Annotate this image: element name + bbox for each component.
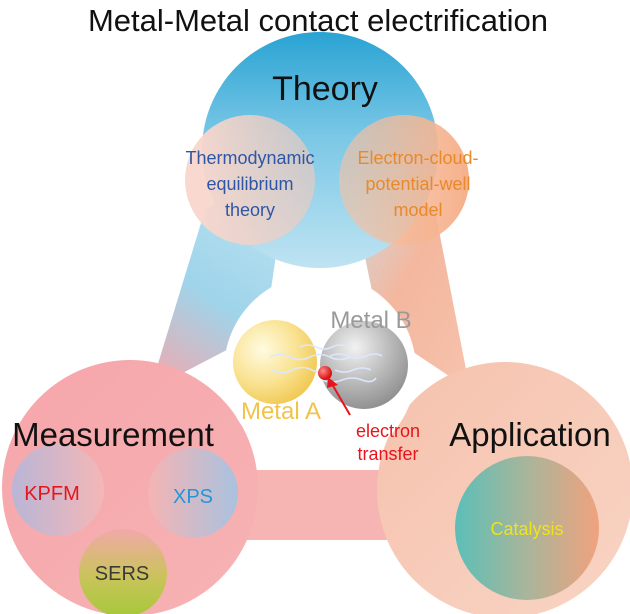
thermodynamic-bubble bbox=[185, 115, 315, 245]
electron-cloud-bubble bbox=[339, 115, 469, 245]
electron-cloud-line-1: Electron-cloud- bbox=[357, 148, 478, 168]
xps-label: XPS bbox=[173, 486, 213, 508]
kpfm-bubble bbox=[12, 444, 104, 536]
electron-transfer-line-1: electron bbox=[356, 421, 420, 441]
sers-bubble bbox=[79, 529, 167, 614]
metal-a-label: Metal A bbox=[241, 398, 321, 425]
catalysis-label: Catalysis bbox=[490, 519, 563, 539]
sers-label: SERS bbox=[95, 563, 149, 585]
thermodynamic-line-2: equilibrium bbox=[206, 174, 293, 194]
electron-transfer-line-2: transfer bbox=[357, 444, 418, 464]
electron-dot bbox=[318, 366, 332, 380]
metal-b-sphere bbox=[320, 321, 408, 409]
electron-cloud-line-2: potential-well bbox=[365, 174, 470, 194]
electron-cloud-line-3: model bbox=[393, 200, 442, 220]
application-label: Application bbox=[449, 416, 610, 453]
metal-a-sphere bbox=[233, 320, 317, 404]
transfer-arrow bbox=[327, 377, 351, 416]
kpfm-label: KPFM bbox=[24, 483, 80, 505]
thermodynamic-line-1: Thermodynamic bbox=[185, 148, 314, 168]
catalysis-bubble bbox=[455, 456, 599, 600]
metal-b-label: Metal B bbox=[330, 307, 411, 334]
electron-cloud-lines bbox=[269, 344, 383, 383]
thermodynamic-label: Thermodynamic equilibrium theory bbox=[185, 148, 314, 220]
measurement-lobe bbox=[2, 360, 258, 614]
electron-cloud-label: Electron-cloud- potential-well model bbox=[357, 148, 478, 220]
theory-label: Theory bbox=[272, 70, 378, 108]
measurement-label: Measurement bbox=[12, 416, 214, 453]
thermodynamic-line-3: theory bbox=[225, 200, 275, 220]
xps-bubble bbox=[148, 448, 238, 538]
diagram-title: Metal-Metal contact electrification bbox=[88, 3, 548, 38]
